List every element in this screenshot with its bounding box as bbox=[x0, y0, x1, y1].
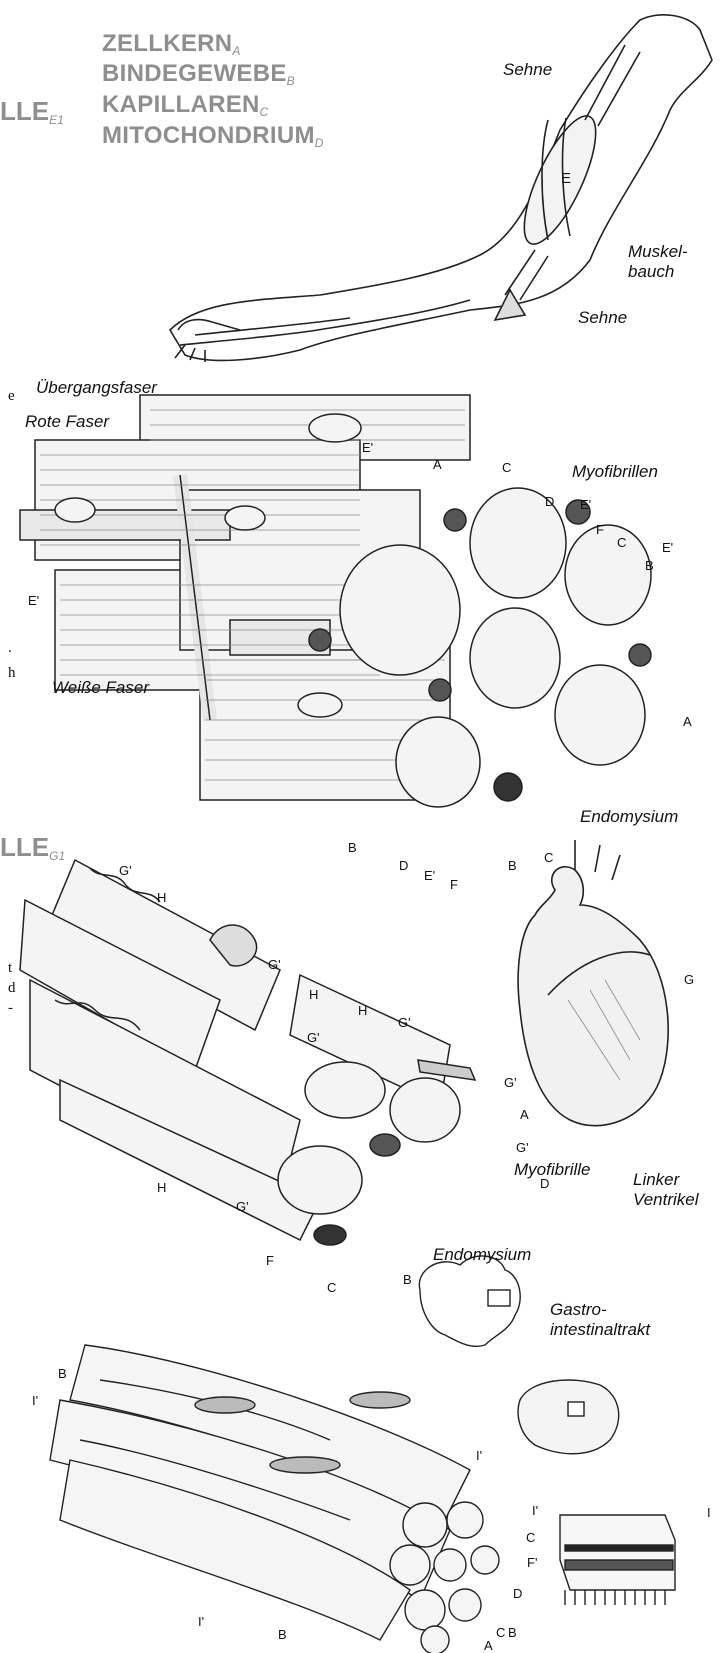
letter-a: A bbox=[433, 457, 442, 472]
letter-c: C bbox=[502, 460, 511, 475]
letter-a: A bbox=[683, 714, 692, 729]
margin-fragment: e bbox=[8, 388, 15, 405]
letter-e1: E' bbox=[362, 440, 373, 455]
heart-illustration bbox=[518, 840, 668, 1126]
label-muskelbauch: Muskel- bauch bbox=[628, 242, 688, 282]
letter-f: F bbox=[596, 522, 604, 537]
cardiac-section-title: LLEG1 bbox=[0, 832, 65, 863]
label-myofibrille: Myofibrille bbox=[514, 1160, 591, 1180]
letter-g1: G' bbox=[398, 1015, 411, 1030]
letter-d: D bbox=[513, 1586, 522, 1601]
letter-e1: E' bbox=[424, 868, 435, 883]
label-rote-faser: Rote Faser bbox=[25, 412, 109, 432]
letter-i1: I' bbox=[198, 1614, 204, 1629]
margin-fragment: - bbox=[8, 1000, 13, 1017]
letter-c: C bbox=[526, 1530, 535, 1545]
letter-i1: I' bbox=[532, 1503, 538, 1518]
cardiac-muscle-illustration bbox=[20, 860, 475, 1245]
smooth-muscle-illustration bbox=[50, 1345, 499, 1653]
letter-a: A bbox=[484, 1638, 493, 1653]
letter-g1: G' bbox=[307, 1030, 320, 1045]
letter-e-arm: E bbox=[561, 170, 571, 187]
letter-b: B bbox=[403, 1272, 412, 1287]
letter-b: B bbox=[348, 840, 357, 855]
legend-capillaries: KAPILLARENC bbox=[102, 91, 269, 119]
letter-a: A bbox=[520, 1107, 529, 1122]
letter-c: C bbox=[544, 850, 553, 865]
letter-b: B bbox=[58, 1366, 67, 1381]
label-gastrointestinaltrakt: Gastro- intestinaltrakt bbox=[550, 1300, 650, 1340]
letter-c: C bbox=[496, 1625, 505, 1640]
letter-e1: E' bbox=[28, 593, 39, 608]
label-sehne-top: Sehne bbox=[503, 60, 552, 80]
margin-fragment: d bbox=[8, 980, 16, 997]
letter-c: C bbox=[617, 535, 626, 550]
letter-g1: G' bbox=[504, 1075, 517, 1090]
letter-c: C bbox=[327, 1280, 336, 1295]
margin-fragment: h bbox=[8, 665, 16, 682]
letter-i: I bbox=[707, 1505, 711, 1520]
letter-f: F bbox=[450, 877, 458, 892]
letter-g1: G' bbox=[236, 1199, 249, 1214]
letter-d: D bbox=[545, 494, 554, 509]
label-myofibrillen: Myofibrillen bbox=[572, 462, 658, 482]
letter-d: D bbox=[399, 858, 408, 873]
letter-i1: I' bbox=[476, 1448, 482, 1463]
legend-mitochondrion: MITOCHONDRIUMD bbox=[102, 122, 324, 150]
letter-b: B bbox=[508, 858, 517, 873]
letter-b: B bbox=[508, 1625, 517, 1640]
letter-f: F bbox=[266, 1253, 274, 1268]
letter-g1: G' bbox=[119, 863, 132, 878]
letter-e1: E' bbox=[580, 497, 591, 512]
label-sehne-bottom: Sehne bbox=[578, 308, 627, 328]
margin-fragment: t bbox=[8, 960, 12, 977]
letter-h: H bbox=[309, 987, 318, 1002]
letter-h: H bbox=[358, 1003, 367, 1018]
label-endomysium-skeletal: Endomysium bbox=[580, 807, 678, 827]
legend-nucleus: ZELLKERNA bbox=[102, 30, 241, 58]
letter-b: B bbox=[278, 1627, 287, 1642]
letter-h: H bbox=[157, 1180, 166, 1195]
letter-h: H bbox=[157, 890, 166, 905]
label-endomysium-cardiac: Endomysium bbox=[433, 1245, 531, 1265]
letter-g1: G' bbox=[268, 957, 281, 972]
letter-e1: E' bbox=[662, 540, 673, 555]
letter-g: G bbox=[684, 972, 694, 987]
legend-connective-tissue: BINDEGEWEBEB bbox=[102, 60, 295, 88]
skeletal-section-title: LLEE1 bbox=[0, 96, 64, 127]
skeletal-muscle-illustration bbox=[20, 395, 651, 807]
letter-i1: I' bbox=[32, 1393, 38, 1408]
letter-g1: G' bbox=[516, 1140, 529, 1155]
label-linker-ventrikel: Linker Ventrikel bbox=[633, 1170, 699, 1210]
letter-f1: F' bbox=[527, 1555, 537, 1570]
letter-b: B bbox=[645, 558, 654, 573]
label-weisse-faser: Weiße Faser bbox=[52, 678, 149, 698]
margin-fragment: . bbox=[8, 640, 12, 657]
label-uebergangsfaser: Übergangsfaser bbox=[36, 378, 157, 398]
